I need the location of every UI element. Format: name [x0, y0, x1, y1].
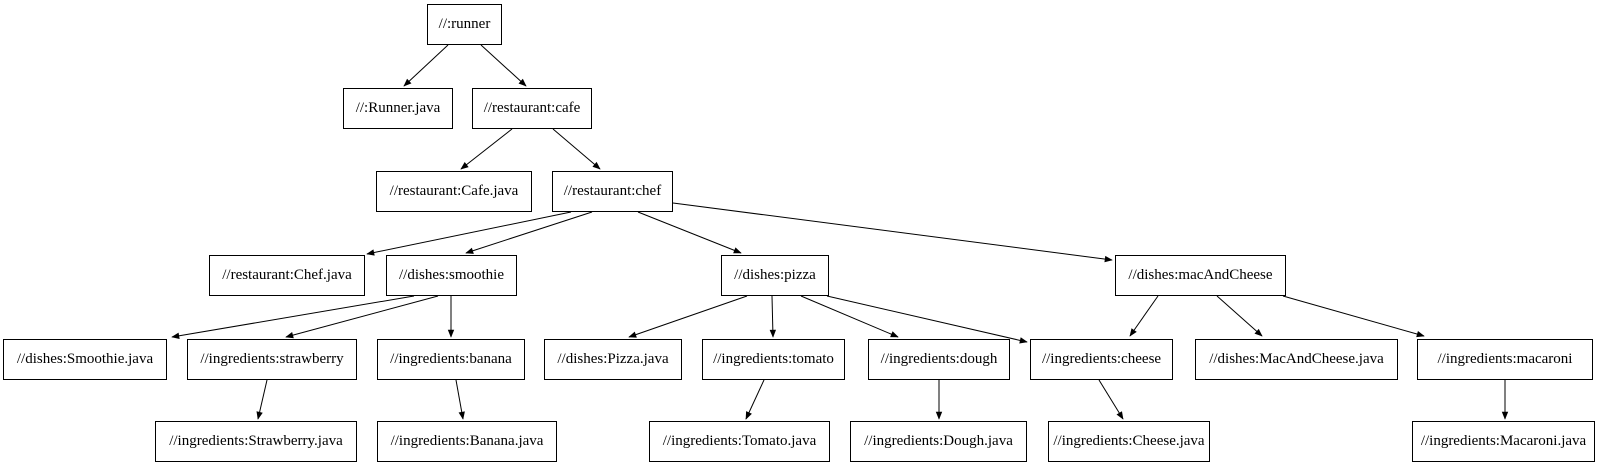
graph-node-chef: //restaurant:chef: [552, 171, 673, 212]
graph-node-smoothie: //dishes:smoothie: [386, 255, 517, 296]
graph-node-mac-and-cheese: //dishes:macAndCheese: [1115, 255, 1286, 296]
edge-pizza-to-cheese: [826, 295, 1028, 344]
graph-node-pizza: //dishes:pizza: [721, 255, 829, 296]
edge-strawberry-to-strawberry-java: [256, 379, 268, 420]
graph-node-runner-java: //:Runner.java: [343, 88, 453, 129]
graph-node-strawberry-java: //ingredients:Strawberry.java: [155, 421, 357, 462]
graph-node-tomato-java: //ingredients:Tomato.java: [649, 421, 830, 462]
edge-smoothie-to-smoothie-java: [171, 295, 415, 339]
graph-node-dough-java: //ingredients:Dough.java: [850, 421, 1027, 462]
edge-chef-to-pizza: [637, 211, 742, 254]
edge-smoothie-to-strawberry: [285, 295, 439, 339]
graph-node-tomato: //ingredients:tomato: [702, 339, 845, 380]
edge-mac-and-cheese-to-cheese: [1129, 295, 1159, 337]
edge-chef-to-chef-java: [366, 211, 572, 256]
graph-node-macaroni: //ingredients:macaroni: [1417, 339, 1593, 380]
edge-mac-and-cheese-to-mac-java: [1216, 295, 1263, 337]
graph-node-cafe-java: //restaurant:Cafe.java: [376, 171, 532, 212]
graph-node-cafe: //restaurant:cafe: [472, 88, 592, 129]
graph-node-cheese-java: //ingredients:Cheese.java: [1048, 421, 1210, 462]
graph-node-strawberry: //ingredients:strawberry: [187, 339, 357, 380]
edge-banana-to-banana-java: [455, 379, 465, 420]
graph-node-smoothie-java: //dishes:Smoothie.java: [3, 339, 167, 380]
edge-cafe-to-chef: [552, 128, 601, 170]
edge-cheese-to-cheese-java: [1098, 379, 1124, 420]
edge-pizza-to-pizza-java: [628, 295, 748, 338]
graph-node-macaroni-java: //ingredients:Macaroni.java: [1412, 421, 1595, 462]
edge-runner-to-cafe: [480, 44, 527, 87]
graph-node-dough: //ingredients:dough: [868, 339, 1010, 380]
edge-pizza-to-dough: [800, 295, 899, 338]
graph-node-mac-java: //dishes:MacAndCheese.java: [1195, 339, 1398, 380]
edge-cafe-to-cafe-java: [460, 128, 513, 170]
graph-node-banana-java: //ingredients:Banana.java: [377, 421, 557, 462]
graph-node-banana: //ingredients:banana: [377, 339, 525, 380]
edge-chef-to-mac-and-cheese: [672, 202, 1113, 263]
edge-runner-to-runner-java: [403, 44, 449, 87]
graph-node-pizza-java: //dishes:Pizza.java: [544, 339, 682, 380]
edge-tomato-to-tomato-java: [745, 379, 765, 420]
edge-chef-to-smoothie: [465, 211, 593, 254]
edge-pizza-to-tomato: [769, 295, 777, 338]
graph-node-runner: //:runner: [427, 4, 502, 45]
edge-mac-and-cheese-to-macaroni: [1282, 295, 1425, 338]
graph-node-cheese: //ingredients:cheese: [1030, 339, 1173, 380]
graph-node-chef-java: //restaurant:Chef.java: [209, 255, 365, 296]
